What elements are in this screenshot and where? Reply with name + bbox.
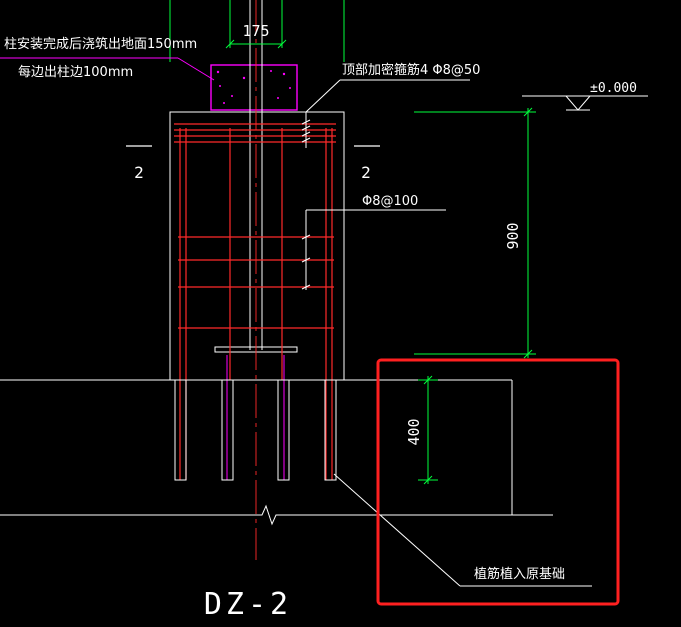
column-top-concrete bbox=[210, 64, 298, 111]
leader-lines bbox=[0, 57, 592, 587]
top-stirrup-note: 顶部加密箍筋4 Φ8@50 bbox=[342, 62, 480, 78]
column-note-line1: 柱安装完成后浇筑出地面150mm bbox=[4, 36, 197, 52]
anchor-bar-outline bbox=[174, 379, 187, 481]
dim-column-width: 175 bbox=[242, 22, 269, 40]
anchor-note: 植筋植入原基础 bbox=[474, 566, 565, 582]
column-note-line2: 每边出柱边100mm bbox=[18, 64, 133, 80]
dimension-lines bbox=[169, 0, 536, 485]
anchor-bars bbox=[174, 379, 337, 481]
elevation-mark bbox=[522, 95, 648, 111]
anchor-bar-outline bbox=[221, 379, 234, 481]
drawing-title: DZ-2 bbox=[204, 587, 292, 622]
anchor-bar-outline bbox=[324, 379, 337, 481]
column-stub bbox=[210, 0, 298, 480]
foundation-break-line bbox=[0, 504, 553, 526]
pedestal-left-edge bbox=[169, 111, 345, 380]
pedestal-outline bbox=[169, 111, 345, 380]
anchor-bar-outline bbox=[277, 379, 290, 481]
dim-anchor-depth: 400 bbox=[405, 418, 423, 445]
section-mark-left: 2 bbox=[134, 163, 144, 182]
elevation-label: ±0.000 bbox=[590, 81, 637, 96]
stirrup-note: Φ8@100 bbox=[362, 194, 418, 209]
existing-foundation bbox=[0, 379, 553, 526]
highlight-box bbox=[376, 358, 620, 606]
section-mark-right: 2 bbox=[361, 163, 371, 182]
rebar-cage bbox=[174, 123, 336, 480]
dim-pedestal-height: 900 bbox=[504, 222, 522, 249]
